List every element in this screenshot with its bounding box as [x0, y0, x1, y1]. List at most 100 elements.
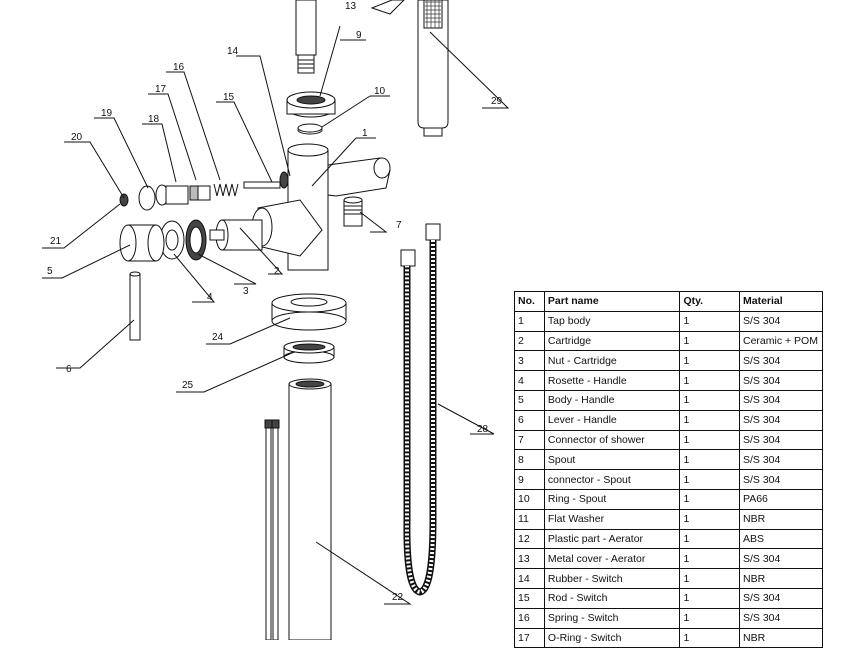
callout-2: 2	[274, 266, 280, 277]
cell-qty: 1	[679, 548, 740, 570]
callout-21: 21	[50, 236, 62, 247]
cell-material: PA66	[738, 488, 824, 510]
callout-5: 5	[47, 266, 53, 277]
callout-17: 17	[155, 84, 167, 95]
cell-part-name: Tap body	[543, 310, 681, 332]
cell-qty: 1	[679, 508, 740, 530]
cell-no: 15	[514, 587, 545, 609]
cell-part-name: Connector of shower	[543, 429, 681, 451]
base-ring	[271, 293, 347, 331]
cell-qty: 1	[679, 449, 740, 471]
cell-part-name: O-Ring - Switch	[543, 627, 681, 648]
cell-no: 5	[514, 389, 545, 411]
cell-material: S/S 304	[738, 350, 824, 372]
cell-material: NBR	[738, 627, 824, 648]
switch-assembly	[119, 171, 289, 211]
callout-7: 7	[396, 220, 402, 231]
cell-material: S/S 304	[738, 548, 824, 570]
cell-qty: 1	[679, 370, 740, 391]
cell-qty: 1	[679, 330, 740, 352]
cell-no: 4	[514, 370, 545, 391]
cell-material: S/S 304	[738, 409, 824, 431]
tap-body	[251, 143, 391, 271]
cell-part-name: Metal cover - Aerator	[543, 548, 681, 570]
cell-material: S/S 304	[738, 587, 824, 609]
callout-1: 1	[362, 128, 368, 139]
cell-part-name: Cartridge	[543, 330, 681, 352]
cell-no: 6	[514, 409, 545, 431]
cell-no: 9	[514, 469, 545, 490]
hand-shower	[417, 0, 449, 137]
cell-part-name: Body - Handle	[543, 389, 681, 411]
cell-part-name: Plastic part - Aerator	[543, 528, 681, 550]
cell-qty: 1	[679, 389, 740, 411]
cell-qty: 1	[679, 627, 740, 648]
cell-material: NBR	[738, 508, 824, 530]
cell-qty: 1	[679, 587, 740, 609]
leader-lines	[42, 25, 510, 605]
cell-qty: 1	[679, 429, 740, 451]
standpipe	[288, 378, 332, 640]
callout-13: 13	[345, 1, 357, 12]
callout-29: 29	[491, 96, 503, 107]
cell-part-name: Spring - Switch	[543, 607, 681, 629]
callout-20: 20	[71, 132, 83, 143]
base-nut	[283, 340, 335, 364]
callout-3: 3	[243, 286, 249, 297]
callout-28: 28	[477, 424, 489, 435]
cartridge-nut	[185, 219, 207, 261]
cell-material: S/S 304	[738, 429, 824, 451]
cell-no: 17	[514, 627, 545, 648]
cell-qty: 1	[679, 488, 740, 510]
inlet-hoses	[264, 419, 280, 640]
cell-no: 14	[514, 568, 545, 589]
cell-part-name: Rosette - Handle	[543, 370, 681, 391]
header-material: Material	[738, 291, 824, 312]
callout-9: 9	[356, 30, 362, 41]
callout-22: 22	[392, 592, 404, 603]
cell-qty: 1	[679, 310, 740, 332]
cell-material: ABS	[738, 528, 824, 550]
cell-material: NBR	[738, 568, 824, 589]
header-qty: Qty.	[679, 291, 740, 312]
rosette-handle	[159, 220, 185, 260]
cell-qty: 1	[679, 469, 740, 490]
header-no: No.	[514, 291, 545, 312]
spout-pipe	[295, 0, 317, 74]
lever-handle	[129, 271, 141, 341]
cell-qty: 1	[679, 350, 740, 372]
callout-24: 24	[212, 332, 224, 343]
cell-no: 8	[514, 449, 545, 471]
shower-connector	[343, 196, 363, 227]
spout-connector	[286, 91, 336, 118]
cell-part-name: Rubber - Switch	[543, 568, 681, 589]
table-header-row: No. Part name Qty. Material	[514, 291, 824, 312]
cell-part-name: connector - Spout	[543, 469, 681, 490]
cell-material: S/S 304	[738, 310, 824, 332]
cell-no: 16	[514, 607, 545, 629]
cell-qty: 1	[679, 409, 740, 431]
cell-material: S/S 304	[738, 389, 824, 411]
cell-part-name: Spout	[543, 449, 681, 471]
cell-no: 2	[514, 330, 545, 352]
callout-25: 25	[182, 380, 194, 391]
cell-part-name: Nut - Cartridge	[543, 350, 681, 372]
callout-4: 4	[207, 292, 213, 303]
callout-18: 18	[148, 114, 160, 125]
cell-no: 10	[514, 488, 545, 510]
